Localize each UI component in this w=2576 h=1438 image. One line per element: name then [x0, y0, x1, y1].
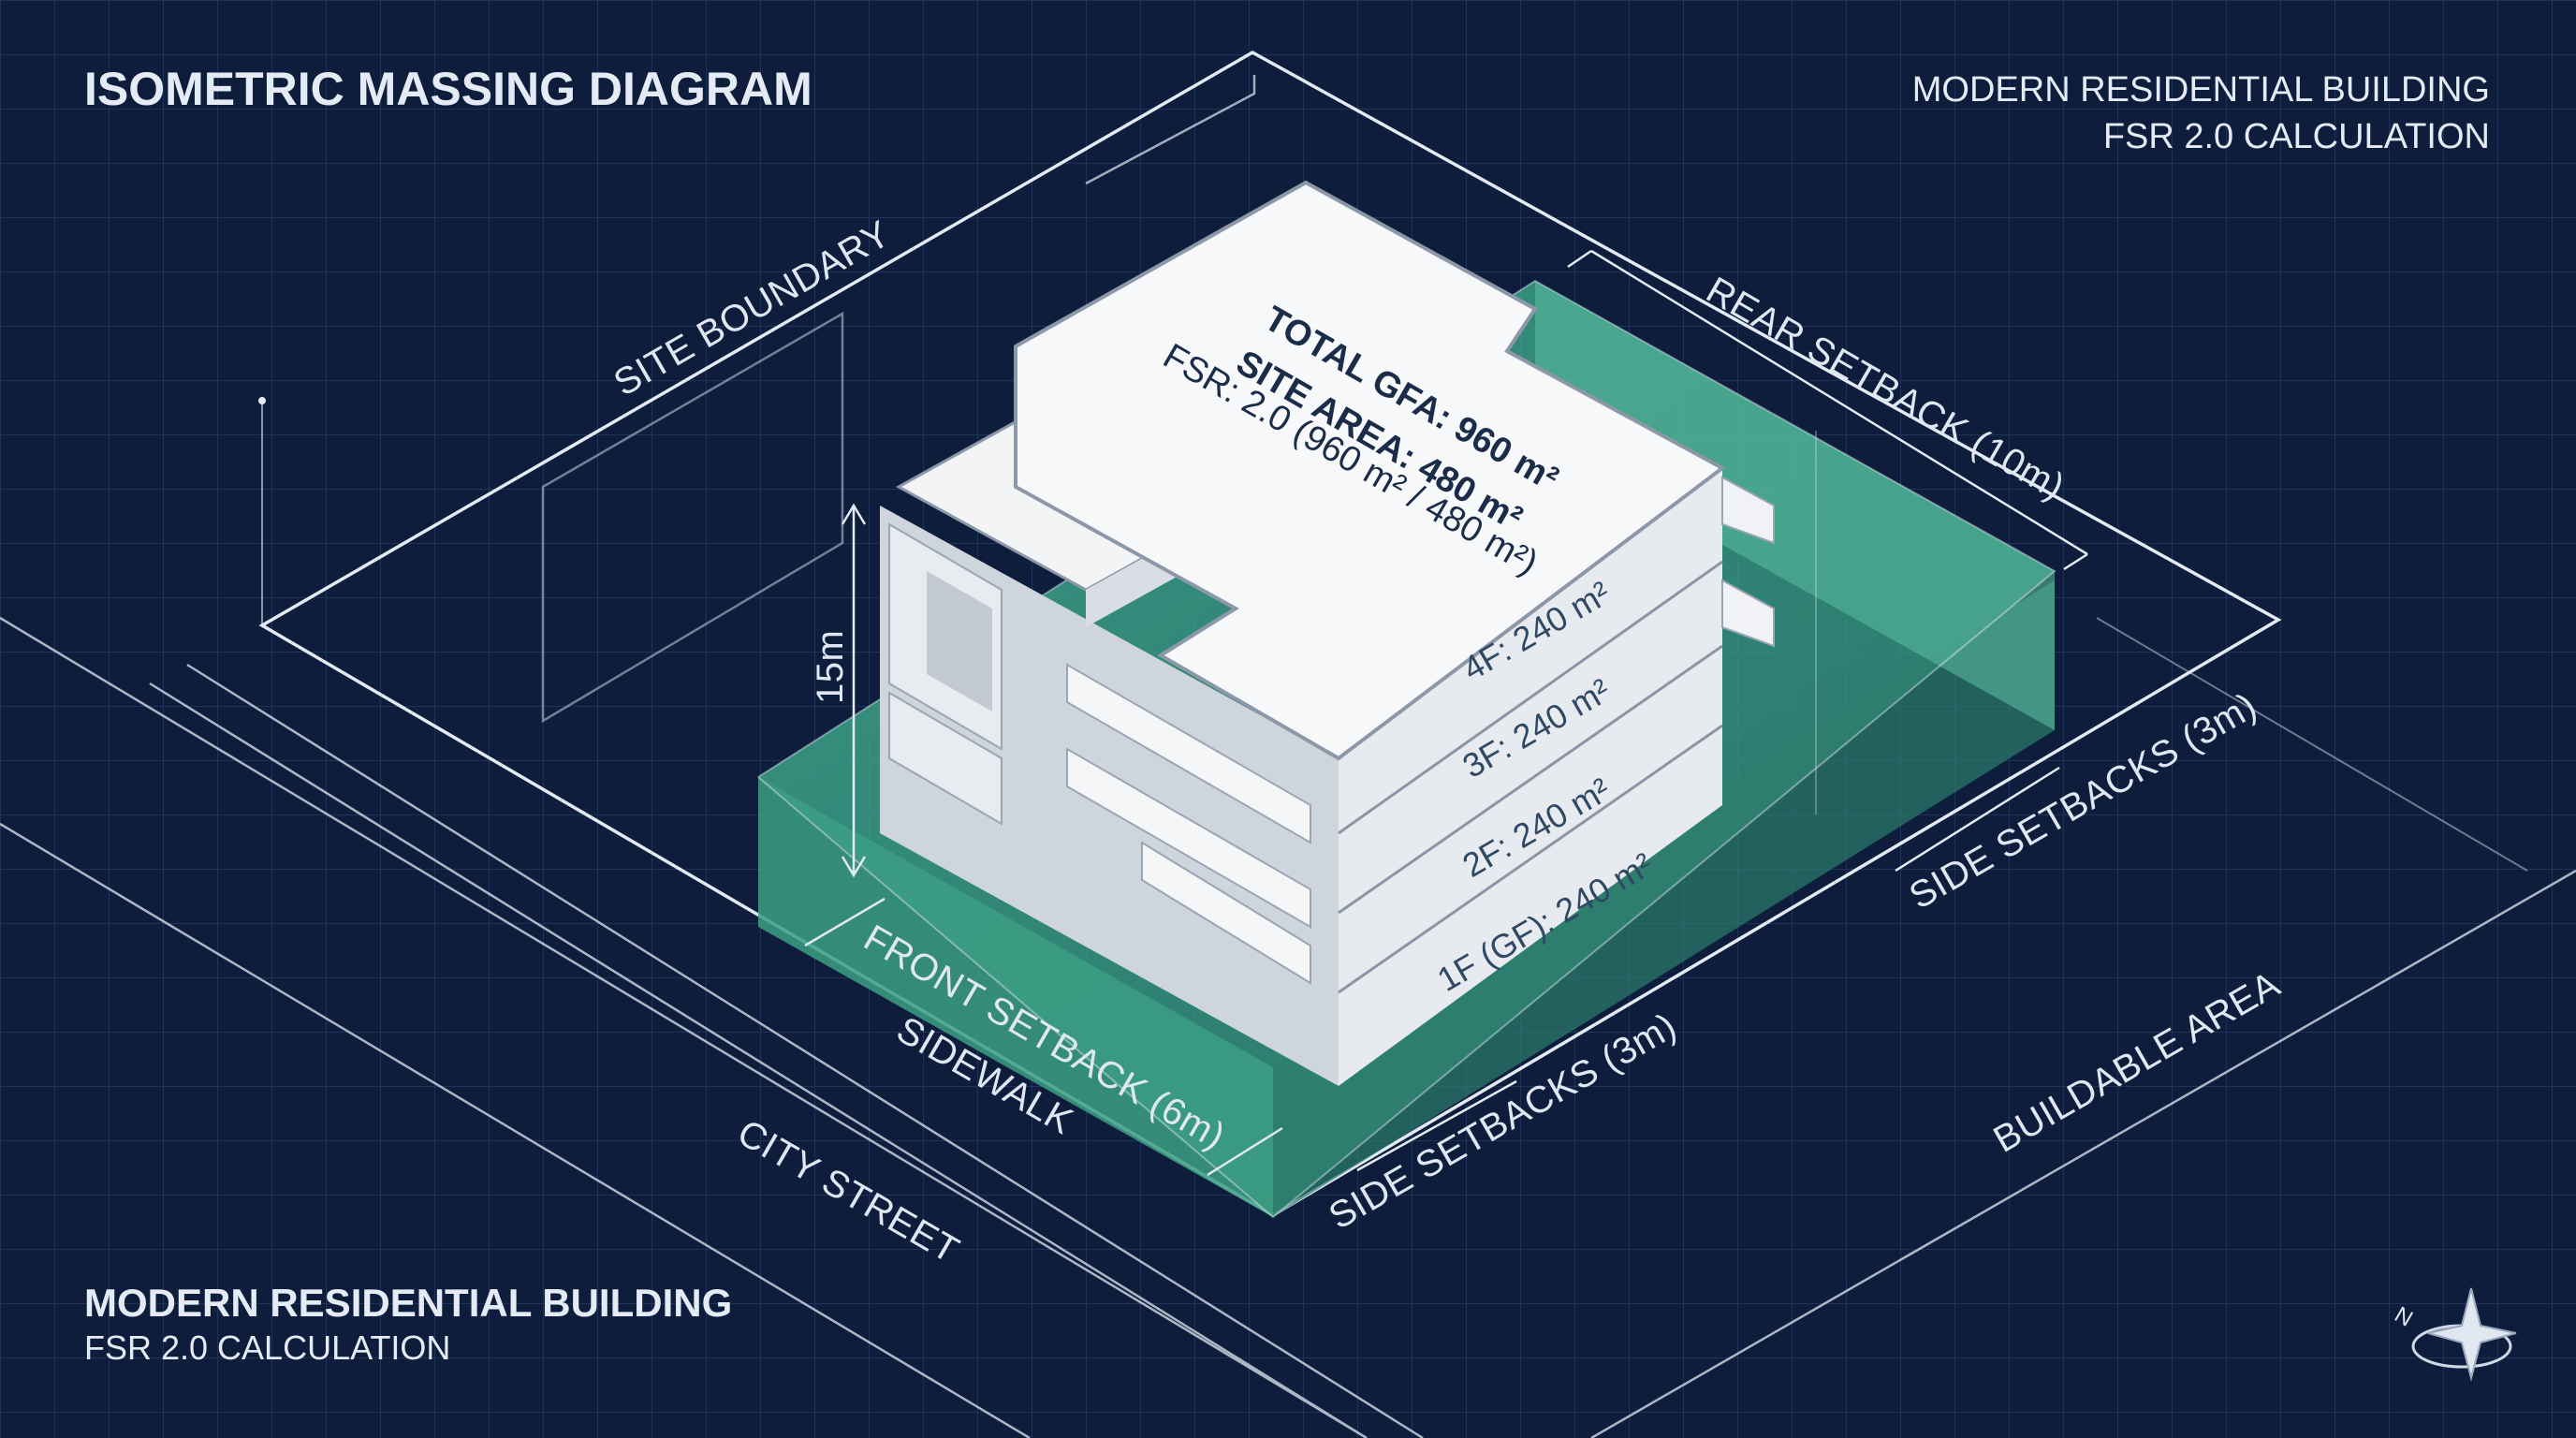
balconies	[888, 522, 1311, 985]
side-setback-right-dimension	[1895, 766, 2060, 873]
height-dimension	[841, 503, 867, 878]
page-title: ISOMETRIC MASSING DIAGRAM	[84, 63, 812, 115]
compass-star-icon	[2427, 1287, 2517, 1382]
rear-setback-dimension	[1567, 249, 2088, 571]
header-subtitle-2: FSR 2.0 CALCULATION	[2103, 117, 2490, 156]
building	[880, 180, 1775, 1086]
front-setback-dimension	[804, 897, 1283, 1177]
footer-subtitle: FSR 2.0 CALCULATION	[84, 1328, 450, 1367]
header-subtitle-1: MODERN RESIDENTIAL BUILDING	[1912, 70, 2490, 110]
side-setback-front-dimension	[1356, 1079, 1517, 1172]
height-label: 15m	[810, 630, 851, 704]
roof	[1014, 180, 1726, 761]
neighbour-block	[541, 311, 844, 724]
city-street-lines	[0, 616, 2576, 1438]
footer-title: MODERN RESIDENTIAL BUILDING	[84, 1281, 732, 1325]
